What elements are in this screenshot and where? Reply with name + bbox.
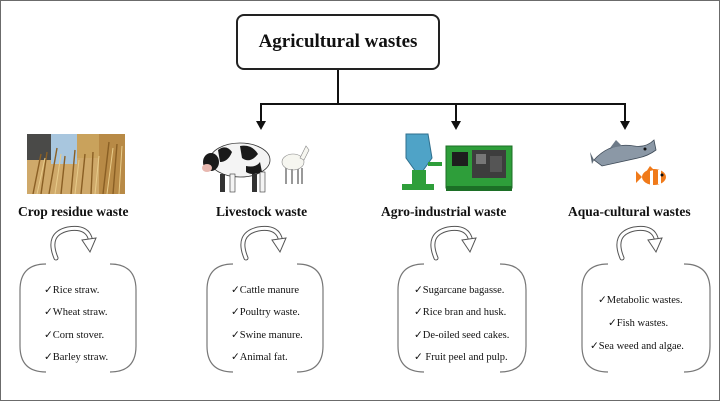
- curved-arrow-icon-livestock: [240, 225, 287, 261]
- bracket-outline: [206, 263, 324, 373]
- curved-arrow-icon-aqua: [616, 225, 663, 261]
- curved-arrow-icon-agro: [430, 225, 477, 261]
- fish-image: [590, 139, 666, 185]
- item-list: ✓Rice straw. ✓Wheat straw. ✓Corn stover.…: [18, 262, 138, 374]
- root-title: Agricultural wastes: [258, 31, 418, 52]
- list-item: ✓Cattle manure: [231, 285, 299, 296]
- root-connector: [337, 70, 339, 104]
- list-item: ✓Fish wastes.: [608, 318, 669, 329]
- category-title-livestock: Livestock waste: [216, 204, 308, 219]
- category-title-agro-industrial: Agro-industrial waste: [381, 204, 507, 219]
- cow-goat-image: [202, 142, 310, 193]
- list-box-crop-residue: ✓Rice straw. ✓Wheat straw. ✓Corn stover.…: [18, 262, 138, 374]
- bracket-outline: [19, 263, 137, 373]
- list-item: ✓Swine manure.: [231, 330, 303, 341]
- arrowhead-aqua: [620, 121, 630, 130]
- list-item: ✓De-oiled seed cakes.: [414, 330, 510, 341]
- list-item: ✓Wheat straw.: [44, 307, 108, 318]
- horizontal-connector: [260, 103, 626, 105]
- list-box-livestock: ✓Cattle manure ✓Poultry waste. ✓Swine ma…: [205, 262, 325, 374]
- list-item: ✓Animal fat.: [231, 352, 288, 363]
- branch-line-livestock: [260, 103, 262, 122]
- list-box-aqua-cultural: ✓Metabolic wastes. ✓Fish wastes. ✓Sea we…: [580, 262, 712, 374]
- list-item: ✓Poultry waste.: [231, 307, 300, 318]
- list-item: ✓Barley straw.: [44, 352, 109, 363]
- list-item: ✓ Fruit peel and pulp.: [414, 352, 508, 363]
- list-box-agro-industrial: ✓Sugarcane bagasse. ✓Rice bran and husk.…: [396, 262, 528, 374]
- arrowhead-livestock: [256, 121, 266, 130]
- wheat-straw-image: [27, 134, 125, 194]
- arrowhead-agro: [451, 121, 461, 130]
- list-item: ✓Rice bran and husk.: [414, 307, 507, 318]
- item-list: ✓Sugarcane bagasse. ✓Rice bran and husk.…: [396, 262, 528, 374]
- list-item: ✓Sea weed and algae.: [590, 341, 684, 352]
- category-title-crop-residue: Crop residue waste: [18, 204, 129, 219]
- branch-line-agro: [455, 103, 457, 122]
- item-list: ✓Cattle manure ✓Poultry waste. ✓Swine ma…: [205, 262, 325, 374]
- list-item: ✓Corn stover.: [44, 330, 105, 341]
- category-title-aqua-cultural: Aqua-cultural wastes: [568, 204, 691, 219]
- branch-line-aqua: [624, 103, 626, 122]
- root-node: Agricultural wastes: [236, 14, 440, 70]
- agro-industrial-machinery-image: [402, 133, 513, 191]
- list-item: ✓Rice straw.: [44, 285, 100, 296]
- bracket-outline: [581, 263, 711, 373]
- bracket-outline: [397, 263, 527, 373]
- list-item: ✓Sugarcane bagasse.: [414, 285, 505, 296]
- item-list: ✓Metabolic wastes. ✓Fish wastes. ✓Sea we…: [580, 262, 712, 374]
- list-item: ✓Metabolic wastes.: [598, 295, 683, 306]
- curved-arrow-icon-crop: [50, 225, 97, 261]
